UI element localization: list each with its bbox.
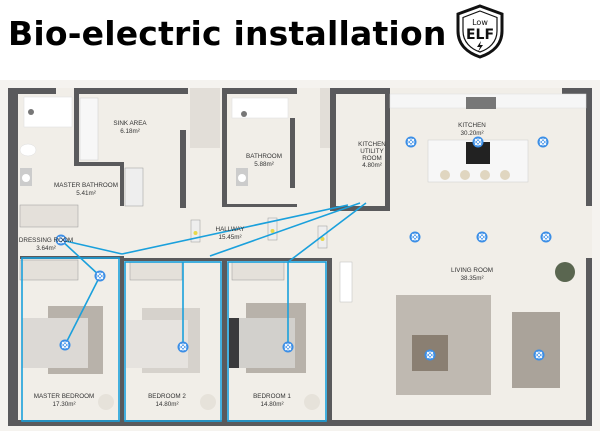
room-area: 5.88m² bbox=[254, 161, 274, 168]
room-area: 15.45m² bbox=[218, 234, 241, 241]
light-fixture-icon bbox=[94, 270, 106, 282]
room-area: 6.18m² bbox=[120, 128, 140, 135]
room-name-line: ROOM bbox=[362, 155, 382, 162]
light-fixture-icon bbox=[540, 231, 552, 243]
room-name: BATHROOM bbox=[246, 153, 282, 160]
light-fixture-icon bbox=[59, 339, 71, 351]
room-area: 14.80m² bbox=[260, 401, 283, 408]
light-fixture-icon bbox=[476, 231, 488, 243]
light-fixture-icon bbox=[405, 136, 417, 148]
shield-lightning-icon bbox=[456, 4, 504, 59]
light-fixture-icon bbox=[409, 231, 421, 243]
room-labels: SINK AREA 6.18m² MASTER BATHROOM 5.41m² … bbox=[19, 120, 493, 408]
room-name: BEDROOM 2 bbox=[148, 393, 186, 400]
floor-plan: SINK AREA 6.18m² MASTER BATHROOM 5.41m² … bbox=[0, 80, 600, 431]
room-area: 5.41m² bbox=[76, 190, 96, 197]
room-name: MASTER BEDROOM bbox=[34, 393, 95, 400]
light-fixture-icon bbox=[424, 349, 436, 361]
room-name: HALLWAY bbox=[216, 226, 246, 233]
light-fixture-icon bbox=[177, 341, 189, 353]
light-fixture-icon bbox=[282, 341, 294, 353]
light-fixtures bbox=[55, 136, 552, 361]
room-area: 38.35m² bbox=[460, 275, 483, 282]
room-name: SINK AREA bbox=[113, 120, 147, 127]
room-name-line: UTILITY bbox=[360, 148, 384, 155]
room-area: 3.64m² bbox=[36, 245, 56, 252]
room-area: 4.80m² bbox=[362, 162, 382, 169]
room-name-line: KITCHEN bbox=[358, 141, 386, 148]
light-fixture-icon bbox=[537, 136, 549, 148]
badge-line1: Low bbox=[472, 18, 488, 27]
room-name: DRESSING ROOM bbox=[19, 237, 73, 244]
page-title: Bio-electric installation bbox=[8, 14, 447, 53]
low-elf-badge: Low ELF bbox=[456, 4, 504, 59]
room-area: 14.80m² bbox=[155, 401, 178, 408]
room-name: KITCHEN bbox=[458, 122, 486, 129]
room-name: LIVING ROOM bbox=[451, 267, 493, 274]
room-name: MASTER BATHROOM bbox=[54, 182, 118, 189]
room-area: 30.20m² bbox=[460, 130, 483, 137]
room-name: BEDROOM 1 bbox=[253, 393, 291, 400]
light-fixture-icon bbox=[472, 136, 484, 148]
light-fixture-icon bbox=[55, 234, 67, 246]
switches bbox=[190, 217, 328, 249]
light-fixture-icon bbox=[533, 349, 545, 361]
wiring bbox=[21, 202, 367, 422]
badge-line2: ELF bbox=[466, 27, 494, 43]
room-area: 17.30m² bbox=[52, 401, 75, 408]
